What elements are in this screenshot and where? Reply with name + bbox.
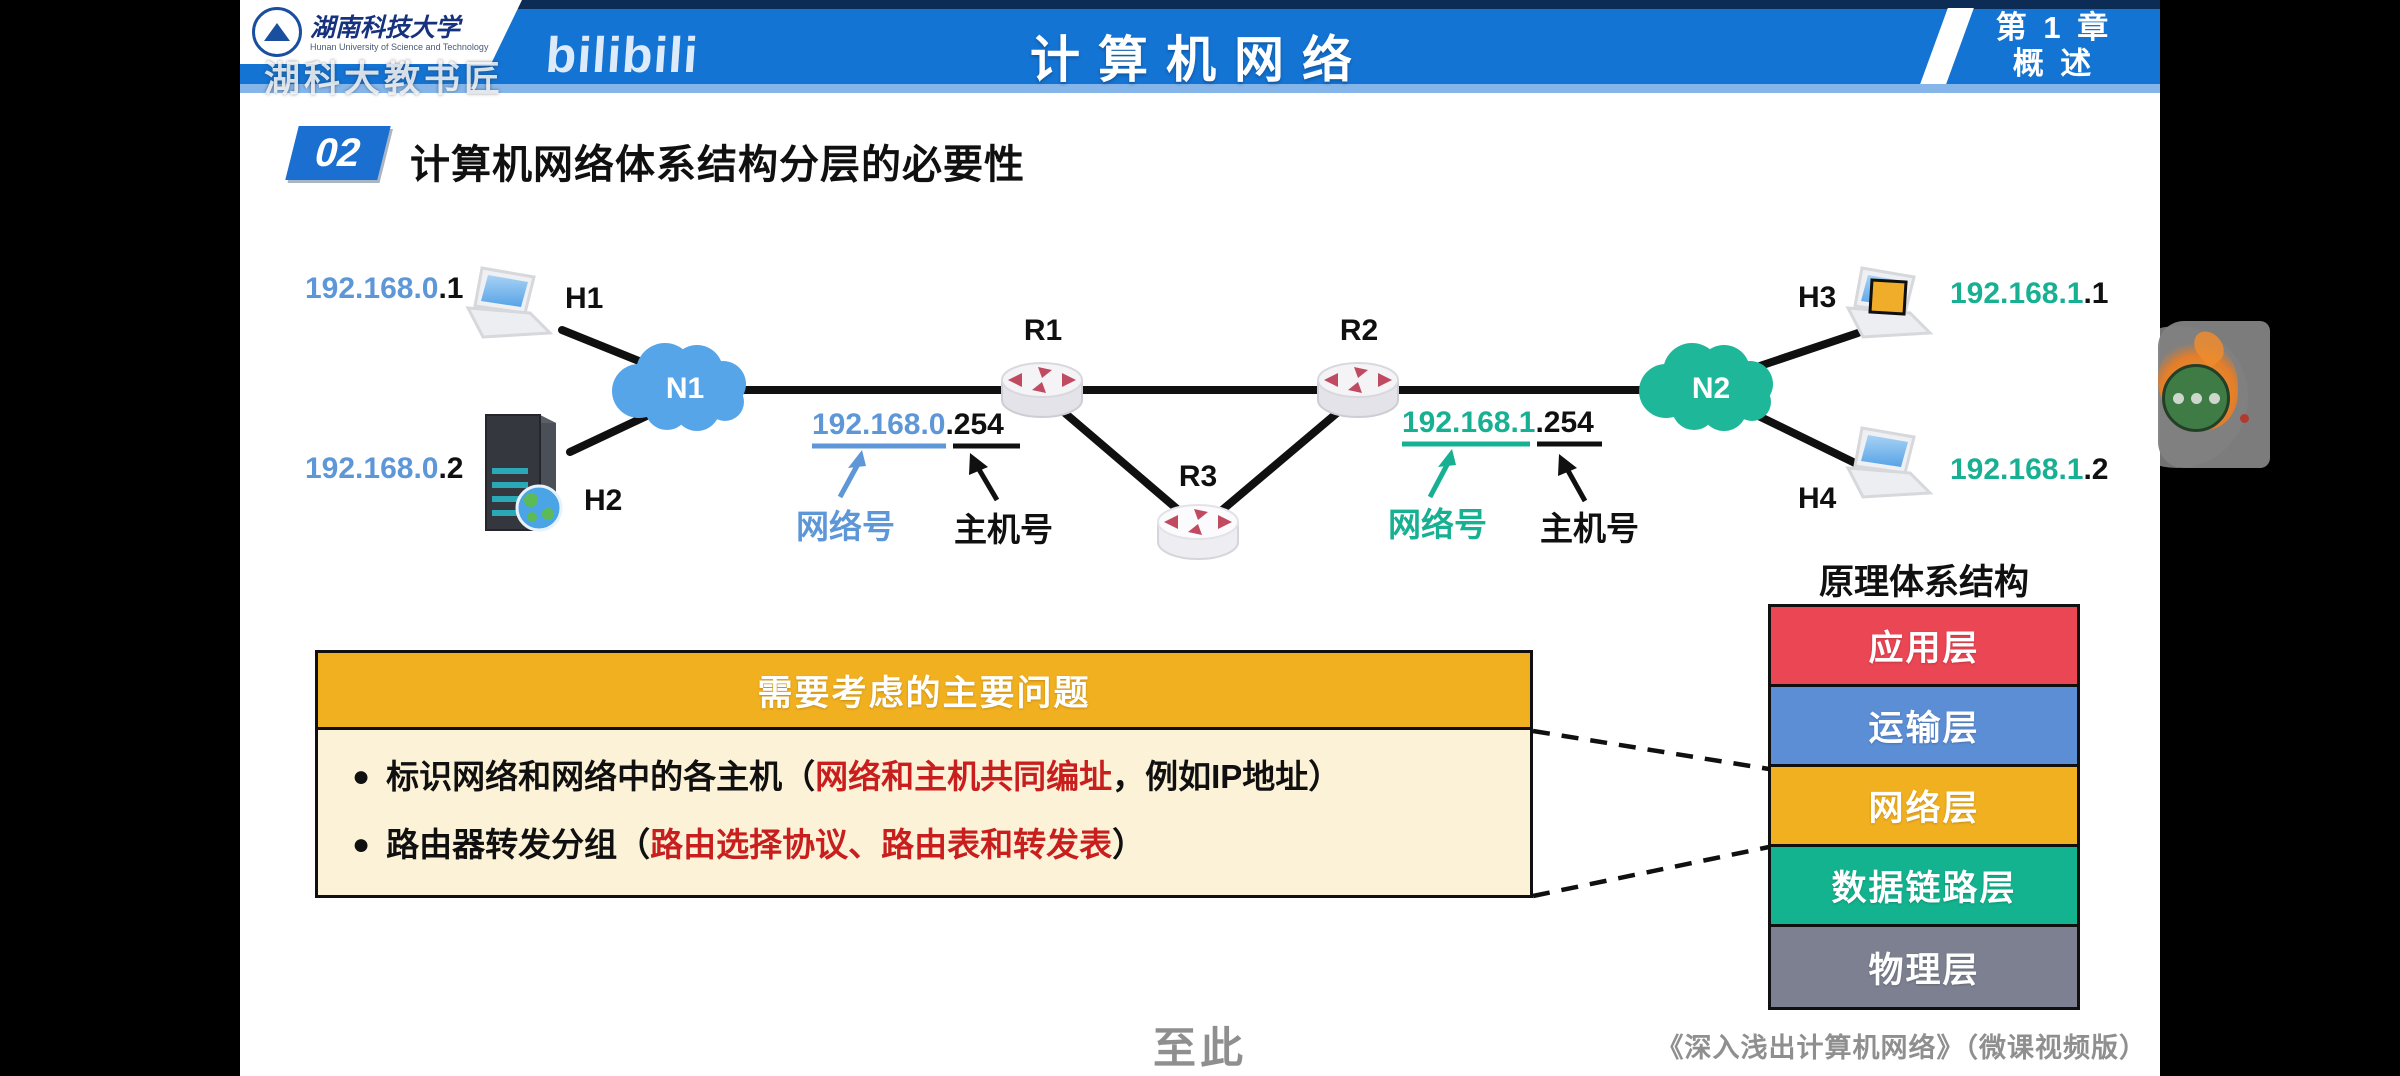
host-h4-ip: 192.168.1.2 — [1950, 453, 2109, 486]
course-title: 计算机网络 — [1030, 32, 1370, 88]
router-r1-icon — [1001, 362, 1083, 418]
university-logo-icon — [252, 7, 302, 57]
network-n1-label: N1 — [665, 372, 705, 405]
laptop-h3-icon — [1845, 266, 1934, 339]
layer-physical: 物理层 — [1771, 927, 2077, 1007]
host-h3-label: H3 — [1798, 281, 1837, 314]
host-h1-label: H1 — [565, 282, 604, 315]
problem-box: 需要考虑的主要问题 ● 标识网络和网络中的各主机（网络和主机共同编址，例如IP地… — [315, 650, 1533, 898]
ellipsis-menu-button[interactable] — [2162, 364, 2230, 432]
layer-transport: 运输层 — [1771, 687, 2077, 767]
host-part-label-right: 主机号 — [1540, 510, 1639, 547]
flame-spark — [2240, 414, 2249, 423]
bullet-icon: ● — [352, 828, 371, 861]
laptop-h1-icon — [465, 266, 554, 339]
video-subtitle: 至此 — [1153, 1025, 1247, 1073]
server-h2-icon — [485, 414, 563, 532]
dashed-connectors — [1532, 728, 1770, 899]
chapter-label: 第 1 章 概 述 — [1964, 10, 2144, 82]
laptop-h4-icon — [1845, 426, 1934, 499]
host-h2-ip: 192.168.0.2 — [305, 452, 464, 485]
ellipsis-icon — [2190, 392, 2202, 404]
app-window-icon — [1868, 278, 1908, 316]
protocol-layer-stack: 应用层 运输层 网络层 数据链路层 物理层 — [1768, 604, 2080, 1010]
router-r2-label: R2 — [1339, 314, 1379, 347]
host-part-label-left: 主机号 — [954, 511, 1053, 548]
bilibili-watermark: bilibili — [544, 27, 701, 83]
host-h2-label: H2 — [584, 484, 623, 517]
ip-underlines — [812, 441, 1602, 449]
architecture-title: 原理体系结构 — [1818, 563, 2029, 602]
network-n2-label: N2 — [1691, 372, 1731, 405]
router-r3-icon — [1157, 504, 1239, 560]
host-h4-label: H4 — [1798, 482, 1837, 515]
problem-box-body: ● 标识网络和网络中的各主机（网络和主机共同编址，例如IP地址） ● 路由器转发… — [318, 730, 1530, 895]
layer-application: 应用层 — [1771, 607, 2077, 687]
university-name: 湖南科技大学 — [310, 15, 461, 42]
lecture-slide: 计算机网络 第 1 章 概 述 湖南科技大学 Hunan University … — [240, 0, 2160, 1076]
network-part-label-right: 网络号 — [1388, 506, 1487, 543]
host-h3-ip: 192.168.1.1 — [1950, 277, 2109, 310]
problem-bullet-2: ● 路由器转发分组（路由选择协议、路由表和转发表） — [352, 824, 1496, 866]
university-logo-panel: 湖南科技大学 Hunan University of Science and T… — [240, 0, 522, 64]
chapter-number: 第 1 章 — [1995, 10, 2113, 45]
ellipsis-icon — [2208, 392, 2220, 404]
header-top-stripe — [240, 0, 2160, 9]
layer-datalink: 数据链路层 — [1771, 847, 2077, 927]
router-r3-label: R3 — [1178, 460, 1218, 493]
header-bottom-stripe — [240, 84, 2160, 93]
gateway-ip-left: 192.168.0.254 — [812, 408, 1004, 441]
problem-bullet-1: ● 标识网络和网络中的各主机（网络和主机共同编址，例如IP地址） — [352, 756, 1496, 798]
ellipsis-icon — [2172, 392, 2184, 404]
chapter-name: 概 述 — [2012, 46, 2096, 81]
bullet-icon: ● — [352, 760, 371, 793]
router-r2-icon — [1317, 362, 1399, 418]
university-name-en: Hunan University of Science and Technolo… — [310, 42, 489, 52]
network-part-label-left: 网络号 — [796, 508, 895, 545]
layer-network: 网络层 — [1771, 767, 2077, 847]
problem-box-header: 需要考虑的主要问题 — [318, 653, 1530, 730]
uploader-watermark: 湖科大教书匠 — [264, 58, 505, 99]
section-number-badge: 02 — [285, 126, 391, 180]
header-bar — [240, 9, 2160, 84]
host-h1-ip: 192.168.0.1 — [305, 272, 464, 305]
section-title: 计算机网络体系结构分层的必要性 — [410, 143, 1025, 187]
textbook-credit: 《深入浅出计算机网络》（微课视频版） — [1656, 1033, 2147, 1063]
gateway-ip-right: 192.168.1.254 — [1402, 406, 1594, 439]
router-r1-label: R1 — [1023, 314, 1063, 347]
